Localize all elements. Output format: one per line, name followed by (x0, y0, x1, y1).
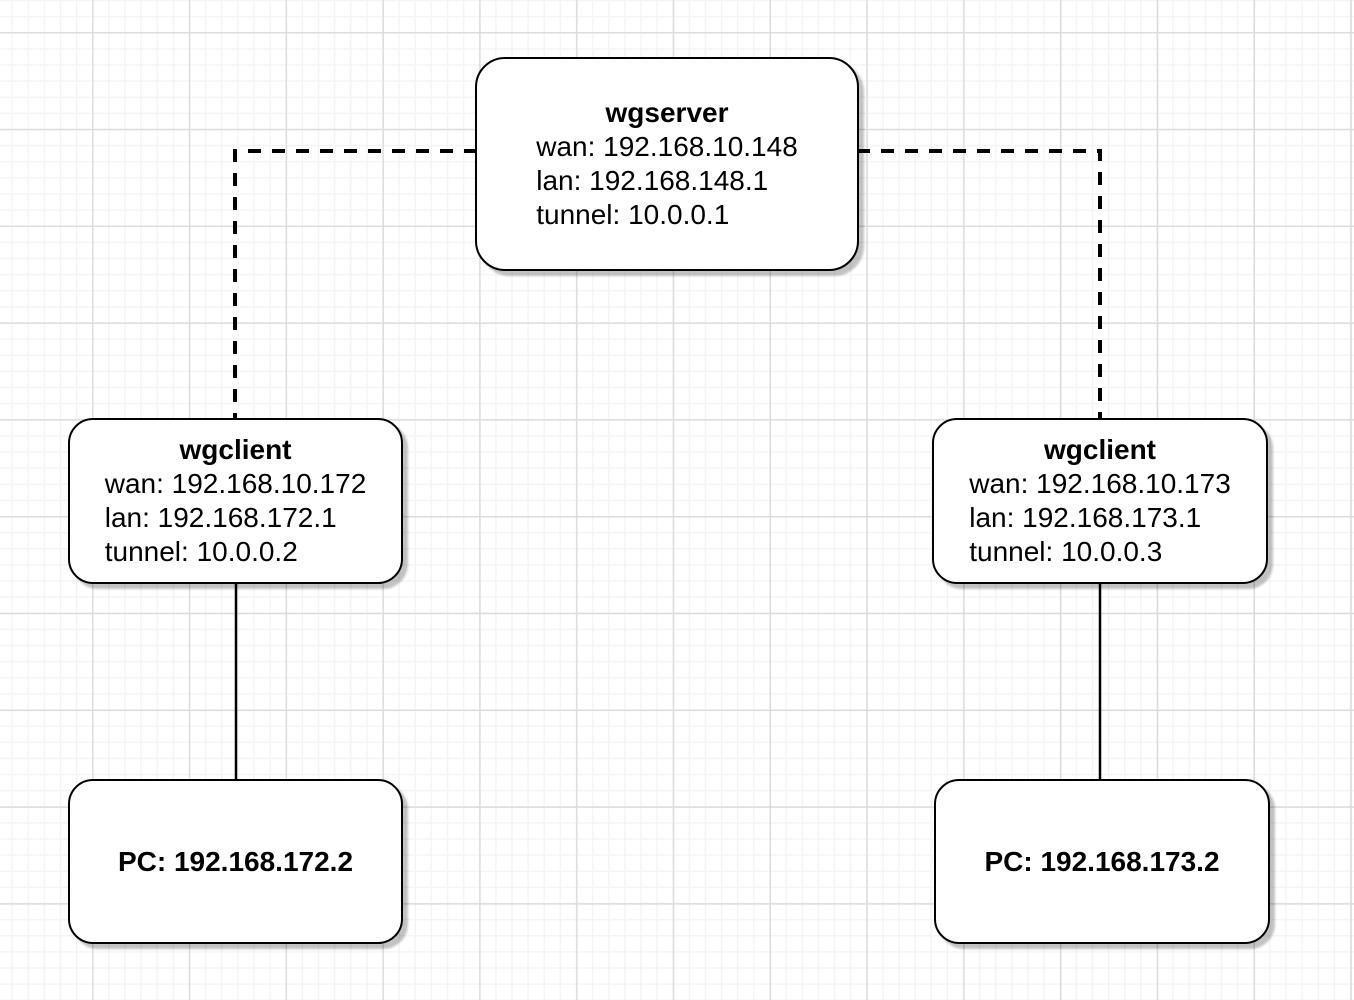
node-pc-right-label: PC: 192.168.173.2 (984, 845, 1220, 877)
node-pc-right: PC: 192.168.173.2 (934, 779, 1270, 944)
node-pc-left-label: PC: 192.168.172.2 (117, 845, 354, 877)
node-wgserver-content: wgserver wan: 192.168.10.148 lan: 192.16… (536, 96, 798, 232)
node-wgserver-wan: wan: 192.168.10.148 (536, 131, 798, 162)
node-wgclient-left-title: wgclient (179, 434, 292, 465)
node-wgserver: wgserver wan: 192.168.10.148 lan: 192.16… (475, 57, 859, 271)
node-wgclient-left: wgclient wan: 192.168.10.172 lan: 192.16… (68, 418, 403, 584)
edge-server-to-client-left (233, 149, 477, 418)
node-wgclient-left-lan: lan: 192.168.172.1 (104, 502, 337, 533)
node-wgclient-right-content: wgclient wan: 192.168.10.173 lan: 192.16… (969, 433, 1231, 569)
node-wgclient-right-wan: wan: 192.168.10.173 (969, 468, 1231, 499)
node-wgclient-right-lan: lan: 192.168.173.1 (969, 502, 1202, 533)
node-wgserver-title: wgserver (605, 97, 729, 128)
node-pc-left: PC: 192.168.172.2 (68, 779, 403, 944)
edge-server-to-client-right (857, 149, 1102, 418)
node-wgclient-right: wgclient wan: 192.168.10.173 lan: 192.16… (932, 418, 1268, 584)
node-wgclient-right-title: wgclient (1043, 434, 1156, 465)
node-wgserver-lan: lan: 192.168.148.1 (536, 165, 769, 196)
node-wgclient-left-tunnel: tunnel: 10.0.0.2 (104, 536, 298, 567)
node-wgclient-right-tunnel: tunnel: 10.0.0.3 (969, 536, 1163, 567)
node-wgclient-left-wan: wan: 192.168.10.172 (104, 468, 367, 499)
node-wgserver-tunnel: tunnel: 10.0.0.1 (536, 199, 730, 230)
node-wgclient-left-content: wgclient wan: 192.168.10.172 lan: 192.16… (105, 433, 367, 569)
